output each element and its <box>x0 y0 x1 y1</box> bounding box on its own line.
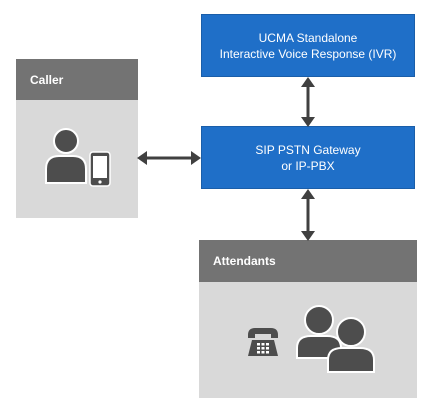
gateway-box-line1: SIP PSTN Gateway <box>255 142 361 157</box>
caller-panel-header: Caller <box>16 59 138 100</box>
caller-panel-title: Caller <box>30 72 64 87</box>
mobile-phone-icon <box>89 151 111 187</box>
arrow-gateway-attendants <box>301 189 315 241</box>
arrow-ivr-gateway <box>301 77 315 127</box>
people-group-icon <box>296 305 375 373</box>
attendants-panel: Attendants <box>199 240 417 398</box>
attendants-panel-header: Attendants <box>199 240 417 282</box>
gateway-box-line2: or IP-PBX <box>281 158 335 173</box>
ivr-box-line2: Interactive Voice Response (IVR) <box>219 46 397 61</box>
caller-panel: Caller <box>16 59 138 218</box>
gateway-box: SIP PSTN Gateway or IP-PBX <box>201 126 415 189</box>
arrow-caller-gateway <box>137 151 201 165</box>
desk-phone-icon <box>248 328 278 356</box>
ivr-box: UCMA Standalone Interactive Voice Respon… <box>201 14 415 77</box>
person-icon <box>45 128 87 184</box>
attendants-panel-title: Attendants <box>213 254 276 268</box>
ivr-box-line1: UCMA Standalone <box>258 30 358 45</box>
